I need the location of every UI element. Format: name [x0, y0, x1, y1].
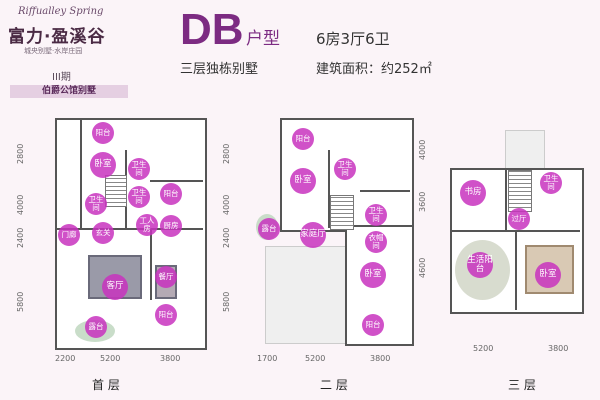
phase-label: III期 [52, 72, 71, 83]
floor2-dim-top-2: 5200 [305, 354, 326, 363]
floor3-stairs [508, 170, 532, 212]
floor2-dim-top-1: 1700 [257, 354, 278, 363]
floor1-title: 首 层 [92, 378, 120, 392]
floor1-room-bedroom: 卧室 [90, 152, 116, 178]
floor2-room-terrace: 露台 [258, 218, 280, 240]
floor2-dim-top-3: 3800 [370, 354, 391, 363]
floor1-dim-top-1: 2200 [55, 354, 76, 363]
villa-type: 三层独栋别墅 [180, 62, 259, 77]
floor1-dim-left-3: 2400 [16, 227, 25, 248]
floor3-room-balcony: 生活阳台 [467, 252, 493, 278]
floor2-room-closet: 衣帽间 [365, 231, 387, 253]
floor2-room-balcony1: 阳台 [292, 128, 314, 150]
floor2-dim-left-2: 4000 [222, 194, 231, 215]
floor2-room-family: 家庭厅 [300, 222, 326, 248]
floor3-dim-top-1: 5200 [473, 344, 494, 353]
floor1-dim-top-2: 5200 [100, 354, 121, 363]
floor2-dim-left-1: 2800 [222, 143, 231, 164]
floor2-room-bedroom1: 卧室 [290, 168, 316, 194]
floor1-room-bath1: 卫生间 [128, 158, 150, 180]
floor1-room-balcony2: 阳台 [160, 183, 182, 205]
floor3-dim-left-1: 4000 [418, 139, 427, 160]
floor1-room-maid: 工人房 [136, 214, 158, 236]
floor2-roof-area [265, 246, 347, 344]
floor2-room-bath1: 卫生间 [334, 158, 356, 180]
floor2-dim-left-4: 5800 [222, 291, 231, 312]
floor1-dim-left-4: 5800 [16, 291, 25, 312]
floor3-room-bath: 卫生间 [540, 172, 562, 194]
floor1-room-kitchen: 厨房 [160, 215, 182, 237]
brand-tagline: 城央别墅·水岸庄园 [24, 47, 83, 55]
building-area: 建筑面积：约252㎡ [316, 62, 432, 77]
brand-script-logo: Riffualley Spring [18, 6, 104, 17]
floor3-roof-upper [505, 130, 545, 172]
unit-type-suffix: 户型 [246, 29, 280, 49]
floor3-room-bedroom: 卧室 [535, 262, 561, 288]
floor2-dim-left-3: 2400 [222, 227, 231, 248]
floor1-dim-left-2: 4000 [16, 194, 25, 215]
unit-type-code: DB [180, 5, 244, 54]
brand-name: 富力·盈溪谷 [8, 27, 106, 47]
floor1-room-hall: 门廊 [58, 224, 80, 246]
floor1-room-dining: 餐厅 [155, 266, 177, 288]
floor2-room-bath2: 卫生间 [365, 204, 387, 226]
floor2-title: 二 层 [320, 378, 348, 392]
floor3-dim-left-3: 4600 [418, 257, 427, 278]
floor1-dim-left-1: 2800 [16, 143, 25, 164]
floor1-room-foyer: 玄关 [92, 222, 114, 244]
floor2-room-bedroom2: 卧室 [360, 262, 386, 288]
floor3-dim-top-2: 3800 [548, 344, 569, 353]
floor1-room-balcony3: 阳台 [155, 304, 177, 326]
floor3-room-corridor: 过厅 [508, 208, 530, 230]
floor1-room-bath3: 卫生间 [85, 193, 107, 215]
floor1-dim-top-3: 3800 [160, 354, 181, 363]
floor1-stairs [105, 175, 127, 207]
floor1-room-living: 客厅 [102, 274, 128, 300]
floor3-room-study: 书房 [460, 180, 486, 206]
floor1-room-terrace: 露台 [85, 316, 107, 338]
floor2-stairs [330, 195, 354, 230]
floor1-room-bath2: 卫生间 [128, 186, 150, 208]
floor1-room-balcony1: 阳台 [92, 122, 114, 144]
floor2-room-balcony2: 阳台 [362, 314, 384, 336]
floor3-title: 三 层 [508, 378, 536, 392]
room-count: 6房3厅6卫 [316, 30, 390, 48]
floor3-dim-left-2: 3600 [418, 191, 427, 212]
villa-name-bar: 伯爵公馆别墅 [10, 85, 128, 98]
